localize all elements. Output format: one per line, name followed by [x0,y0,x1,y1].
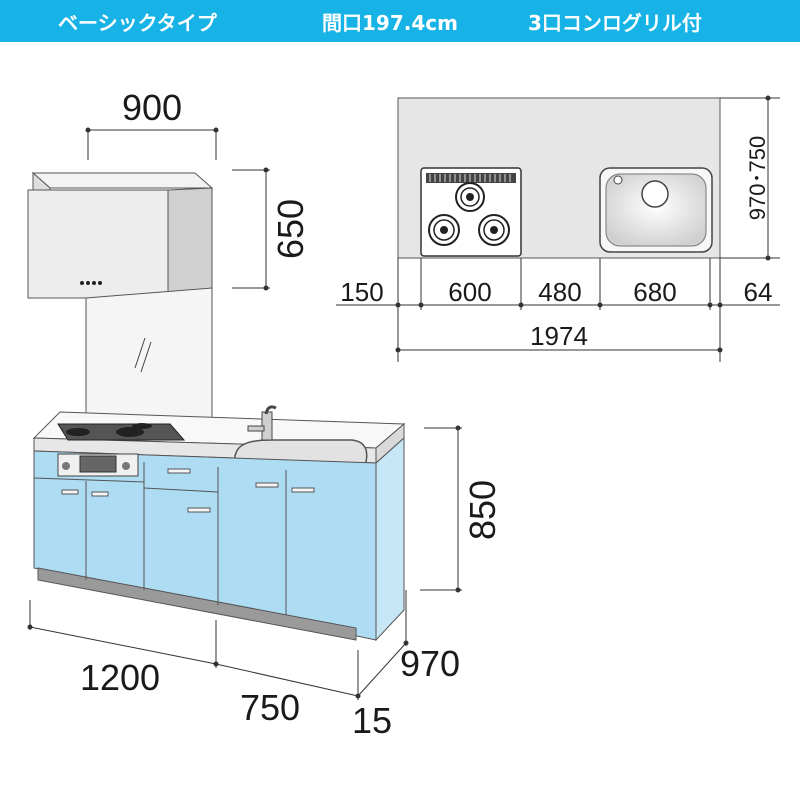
cabinet-handles [61,468,315,513]
segment-label-5: 64 [744,277,773,307]
hood-width-dimension [87,128,217,160]
faucet-hole-icon [613,175,623,185]
backsplash-panel [85,287,213,431]
knob-icon [122,462,130,470]
plan-depth-dimension [720,95,780,261]
segment-label-3: 480 [538,277,581,307]
burner-left-icon [428,214,460,246]
segment-label-2: 600 [448,277,491,307]
counter-height-dimension [420,427,462,591]
hood-buttons-icon [80,281,102,285]
drain-icon [641,180,669,208]
plan-segment-dimension [336,258,780,362]
burner-icon [132,423,152,429]
right-width-label: 750 [240,687,300,728]
frontage-label: 間口197.4cm [322,11,458,35]
left-width-label: 1200 [80,657,160,698]
burner-icon [116,427,144,437]
base-cabinet [33,436,405,642]
depth-label: 970 [400,643,460,684]
kitchen-type-label: ベーシックタイプ [58,11,217,35]
burner-icon [66,428,90,436]
burner-back-icon [455,182,485,212]
counter-height-label: 850 [462,480,503,540]
plinth [37,567,357,641]
plan-total-label: 1974 [530,321,588,351]
sink-plan [599,167,713,253]
plan-view: 970･750 150 600 480 680 64 1974 [336,95,780,362]
grill-control-panel [57,453,139,477]
cooktop-plan [420,167,522,257]
hood-height-dimension [232,169,270,289]
range-hood [27,171,214,299]
grill-window-icon [79,455,117,473]
header-bar: ベーシックタイプ 間口197.4cm 3口コンログリル付 [0,0,800,42]
faucet-icon [247,405,277,441]
toe-offset-label: 15 [352,700,392,741]
stove-label: 3口コンログリル付 [528,11,702,35]
plan-depth-label: 970･750 [745,136,770,220]
knob-icon [62,462,70,470]
hood-width-label: 900 [122,87,182,128]
cooktop [57,423,186,441]
segment-label-1: 150 [340,277,383,307]
segment-label-4: 680 [633,277,676,307]
elevation-view: 900 650 [27,87,503,741]
hood-height-label: 650 [270,199,311,259]
burner-right-icon [478,214,510,246]
